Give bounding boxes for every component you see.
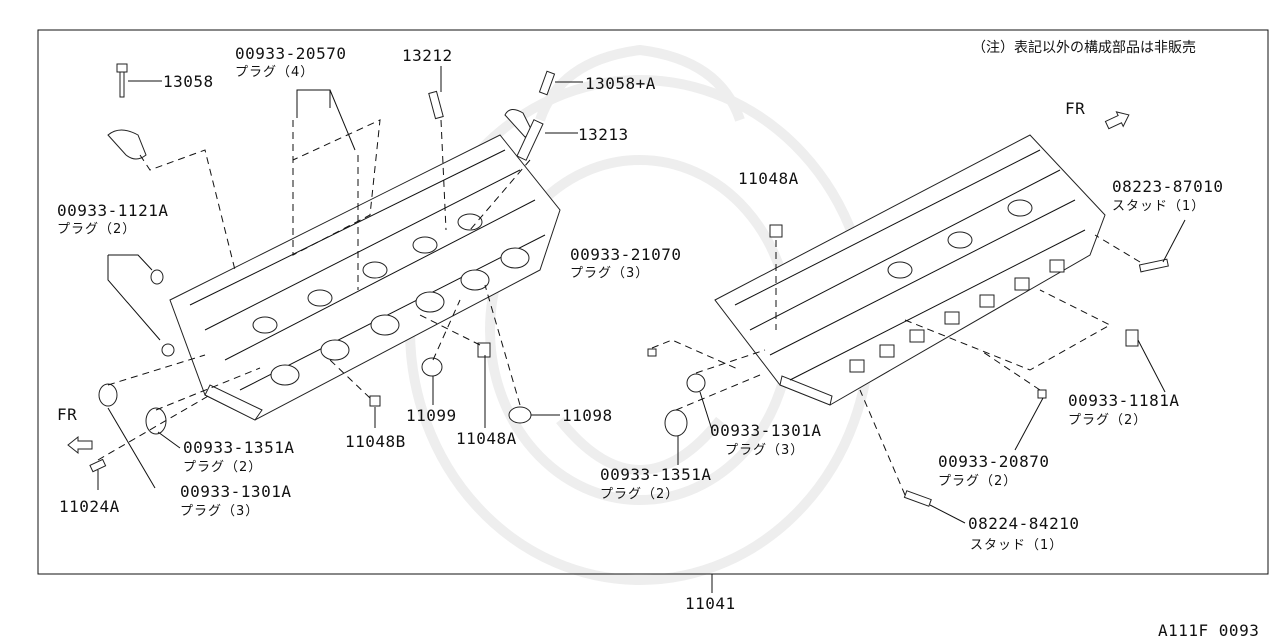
figure-code: A111F 0093 bbox=[1158, 621, 1259, 639]
callout-code: 11048A bbox=[738, 169, 799, 188]
assembly-code: 11041 bbox=[685, 594, 736, 613]
callout-code: 13212 bbox=[402, 46, 453, 65]
callout-sub: プラグ（3） bbox=[180, 504, 259, 519]
callout-sub: プラグ（2） bbox=[1068, 413, 1147, 428]
callout-code: 08224-84210 bbox=[968, 514, 1079, 533]
fr-label-right: FR bbox=[1065, 99, 1085, 118]
callout-code: 11024A bbox=[59, 497, 120, 516]
callout-sub: スタッド（1） bbox=[970, 538, 1063, 553]
callout-sub: プラグ（4） bbox=[235, 65, 314, 80]
callout-sub: プラグ（3） bbox=[725, 443, 804, 458]
callout-code: 00933-1351A bbox=[183, 438, 294, 457]
callout-code: 00933-1301A bbox=[180, 482, 291, 501]
callout-code: 11048B bbox=[345, 432, 406, 451]
callout-code: 08223-87010 bbox=[1112, 177, 1223, 196]
fr-arrow-left-icon bbox=[67, 435, 93, 455]
note-not-for-sale: （注）表記以外の構成部品は非販売 bbox=[972, 39, 1196, 56]
callout-sub: プラグ（2） bbox=[183, 460, 262, 475]
callout-code: 11048A bbox=[456, 429, 517, 448]
fr-arrow-right-icon bbox=[1104, 111, 1130, 130]
callout-sub: プラグ（2） bbox=[57, 222, 136, 237]
callout-labels: 13058 00933-20570 プラグ（4） 13212 13058+A 1… bbox=[57, 44, 1223, 553]
callout-code: 00933-1351A bbox=[600, 465, 711, 484]
callout-code: 11099 bbox=[406, 406, 457, 425]
right-head-ports bbox=[849, 199, 1065, 373]
diagram-frame bbox=[37, 29, 1269, 575]
callout-code: 00933-20870 bbox=[938, 452, 1049, 471]
callout-sub: プラグ（2） bbox=[600, 487, 679, 502]
callout-code: 13213 bbox=[578, 125, 629, 144]
callout-code: 00933-1301A bbox=[710, 421, 821, 440]
callout-code: 00933-1181A bbox=[1068, 391, 1179, 410]
callout-sub: プラグ（3） bbox=[570, 266, 649, 281]
left-head-ports bbox=[252, 213, 530, 386]
callout-code: 00933-20570 bbox=[235, 44, 346, 63]
callout-code: 00933-1121A bbox=[57, 201, 168, 220]
callout-code: 13058 bbox=[163, 72, 214, 91]
cylinder-head-left bbox=[169, 134, 561, 421]
callout-code: 13058+A bbox=[585, 74, 656, 93]
fr-label-left: FR bbox=[57, 405, 77, 424]
callout-sub: スタッド（1） bbox=[1112, 199, 1205, 214]
cylinder-head-right bbox=[714, 134, 1106, 406]
leader-lines bbox=[97, 66, 1186, 593]
callout-code: 00933-21070 bbox=[570, 245, 681, 264]
dashed-assembly-lines bbox=[97, 119, 1141, 496]
callout-sub: プラグ（2） bbox=[938, 474, 1017, 489]
small-parts bbox=[89, 63, 1169, 507]
callout-code: 11098 bbox=[562, 406, 613, 425]
